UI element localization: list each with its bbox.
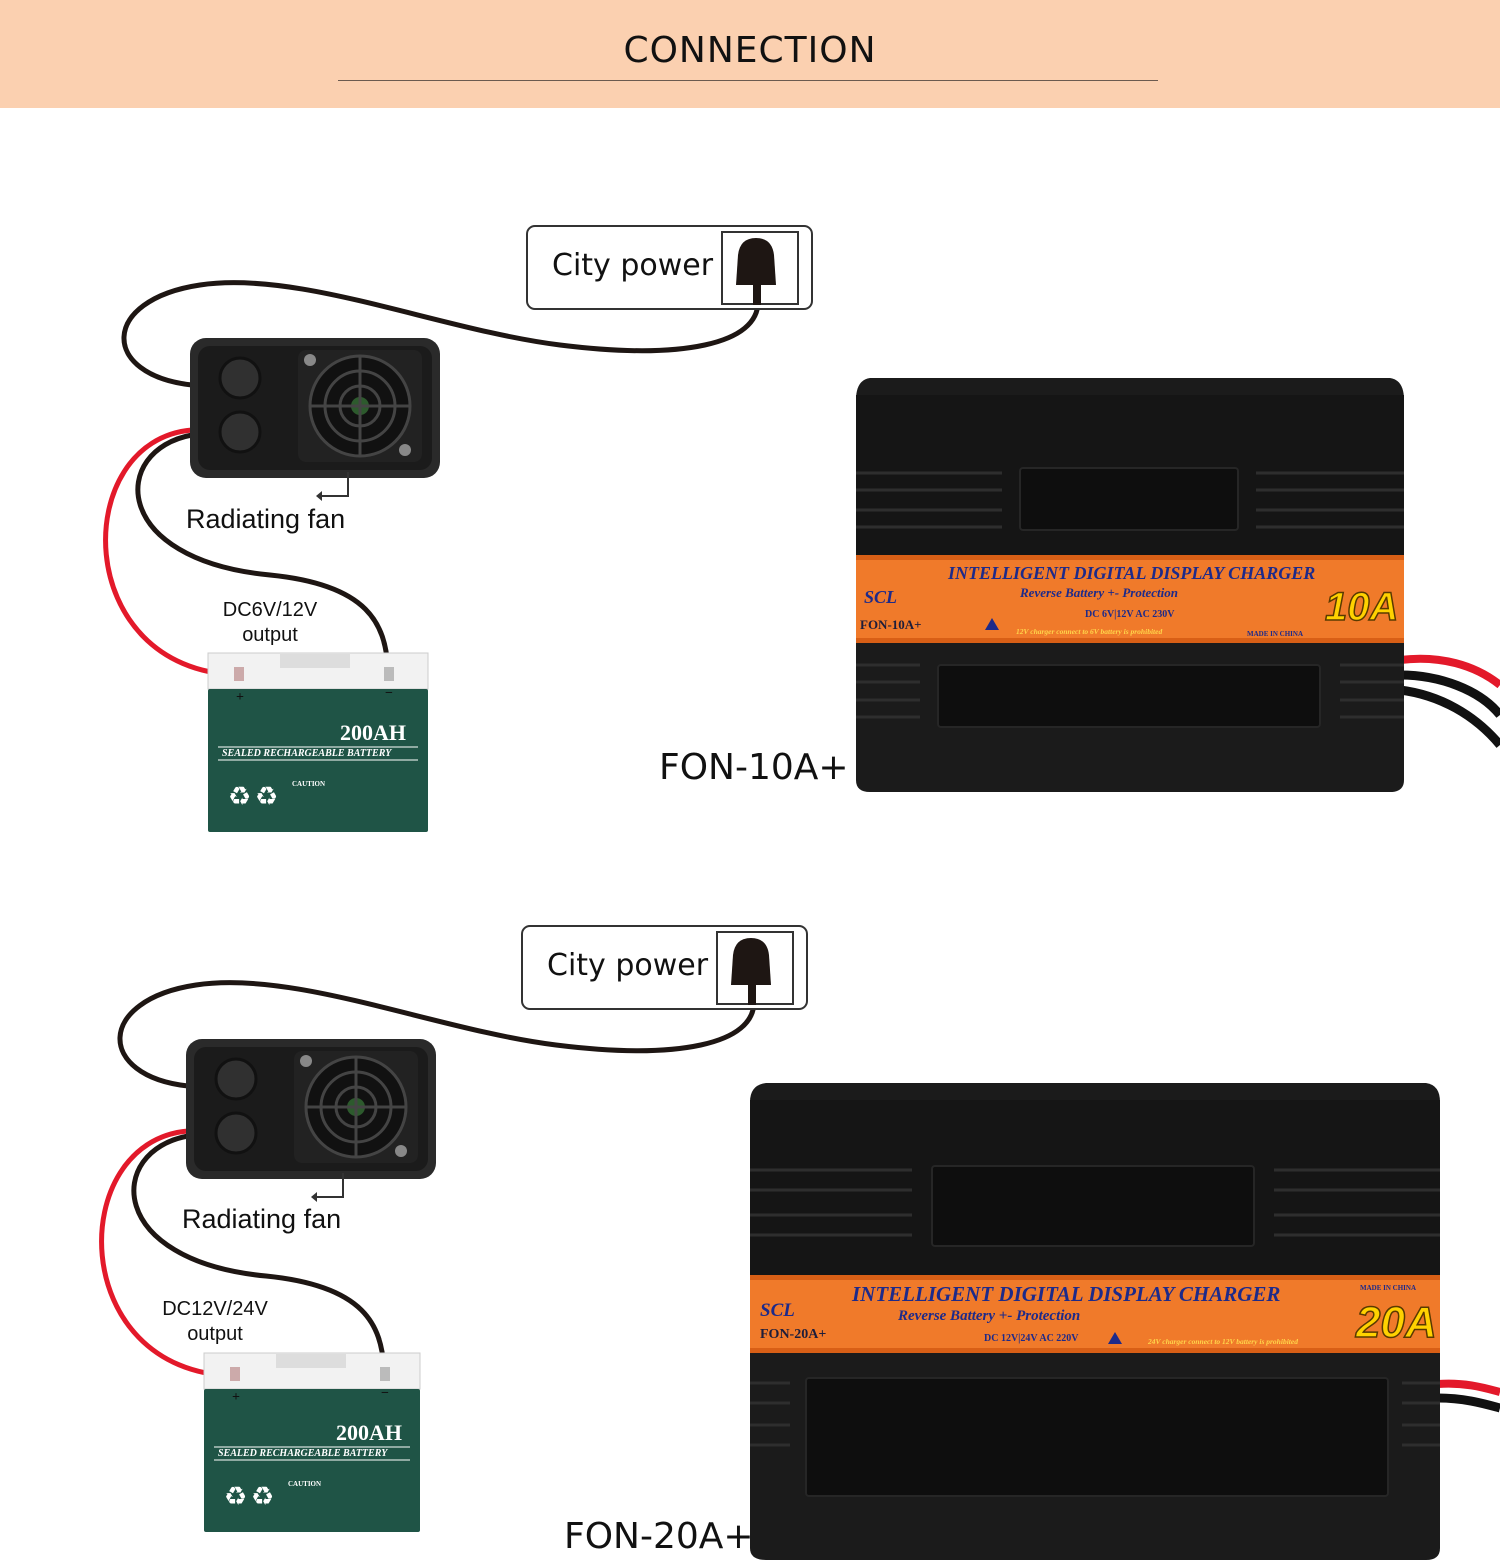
charger-warning: 12V charger connect to 6V battery is pro… <box>1016 627 1163 636</box>
battery-type: SEALED RECHARGEABLE BATTERY <box>222 748 392 759</box>
city-power-label: City power <box>552 248 714 283</box>
brand-logo: SCL <box>760 1300 795 1321</box>
battery-plus-terminal: + <box>232 1390 240 1405</box>
output-voltage-label: DC12V/24V output <box>162 1298 268 1345</box>
header-banner: CONNECTION <box>0 0 1500 108</box>
connection-panel-10a: ♻ ♻ City power Radiating fan DC6V/12V ou… <box>0 0 1500 832</box>
charger-label <box>856 555 1404 643</box>
battery-capacity: 200AH <box>340 720 406 745</box>
charger-subtitle: Reverse Battery +- Protection <box>898 1308 1081 1324</box>
battery-minus-terminal: − <box>381 1386 389 1401</box>
svg-text:♻: ♻ <box>255 782 278 812</box>
radiating-fan-label: Radiating fan <box>186 504 346 534</box>
model-caption: FON-20A+ <box>564 1516 754 1557</box>
power-cable <box>121 280 761 388</box>
negative-wire <box>135 432 391 669</box>
battery-plus-terminal: + <box>236 690 244 705</box>
cable-port <box>214 1111 258 1155</box>
negative-wire <box>131 1133 387 1369</box>
connection-panel-20a: ♻ ♻ City power Radiating fan DC12V/24V o… <box>0 700 1500 1567</box>
battery-caution: CAUTION <box>288 1480 322 1488</box>
charger-warning: 24V charger connect to 12V battery is pr… <box>1148 1337 1298 1346</box>
battery: ♻ ♻ <box>207 652 429 832</box>
charger-title: INTELLIGENT DIGITAL DISPLAY CHARGER <box>948 563 1316 583</box>
svg-text:♻: ♻ <box>228 782 251 812</box>
charger-title: INTELLIGENT DIGITAL DISPLAY CHARGER <box>852 1282 1281 1306</box>
battery: ♻ ♻ <box>203 1352 421 1532</box>
city-power-label: City power <box>547 948 709 983</box>
battery-caution: CAUTION <box>292 780 326 788</box>
svg-text:♻: ♻ <box>251 1482 274 1512</box>
charger-model-label: FON-10A+ <box>860 617 922 632</box>
charger-spec: DC 12V|24V AC 220V <box>984 1333 1079 1344</box>
power-cable <box>117 980 757 1089</box>
wiring-diagram-20a: ♻ ♻ <box>99 925 808 1532</box>
radiating-fan-label: Radiating fan <box>182 1204 342 1234</box>
charger-subtitle: Reverse Battery +- Protection <box>1020 585 1178 600</box>
plug-icon <box>736 238 776 285</box>
charger-model-label: FON-20A+ <box>760 1327 827 1342</box>
warning-icon <box>985 618 999 630</box>
brand-logo: SCL <box>864 587 898 607</box>
battery-capacity: 200AH <box>336 1420 402 1445</box>
positive-wire <box>103 427 239 678</box>
title-underline <box>338 80 1158 81</box>
charger-back-view <box>186 1039 436 1179</box>
positive-wire <box>99 1128 235 1379</box>
charger-label <box>750 1275 1440 1353</box>
output-voltage-label: DC6V/12V output <box>222 599 318 646</box>
charger-back-view <box>190 338 440 478</box>
charger-spec: DC 6V|12V AC 230V <box>1085 609 1175 620</box>
cable-port <box>218 356 262 400</box>
cable-port <box>214 1057 258 1101</box>
charger-amp-rating: 10A <box>1324 584 1399 630</box>
page-title: CONNECTION <box>623 30 877 71</box>
cable-port <box>218 410 262 454</box>
svg-text:♻: ♻ <box>224 1482 247 1512</box>
charger-product-20a <box>750 1083 1500 1560</box>
model-caption: FON-10A+ <box>659 747 849 788</box>
battery-type: SEALED RECHARGEABLE BATTERY <box>218 1448 388 1459</box>
charger-amp-rating: 20A <box>1355 1297 1437 1348</box>
charger-product-10a <box>856 378 1500 792</box>
battery-minus-terminal: − <box>385 686 393 701</box>
warning-icon <box>1108 1332 1122 1344</box>
made-in-label: MADE IN CHINA <box>1360 1284 1416 1292</box>
wiring-diagram-10a: ♻ ♻ <box>103 225 813 832</box>
made-in-label: MADE IN CHINA <box>1247 630 1303 638</box>
plug-icon <box>731 938 771 985</box>
